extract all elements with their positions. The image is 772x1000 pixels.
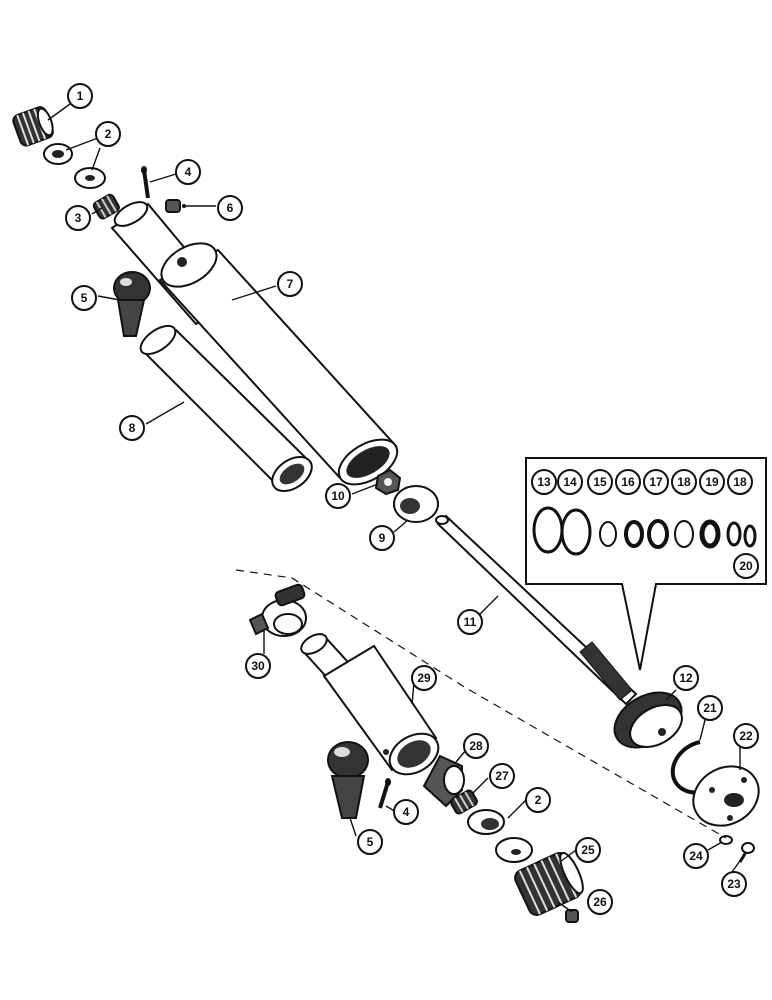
assembly-dashed-line bbox=[235, 569, 727, 839]
part-sleeve-8 bbox=[139, 324, 313, 493]
part-fitting-26 bbox=[565, 909, 579, 923]
part-housing-29 bbox=[300, 633, 440, 776]
callout-30: 30 bbox=[245, 653, 271, 679]
part-seat-2-lower bbox=[467, 809, 533, 863]
callout-1: 1 bbox=[67, 83, 93, 109]
callout-label: 24 bbox=[689, 849, 703, 863]
callout-label: 30 bbox=[251, 659, 265, 673]
callout-label: 5 bbox=[81, 291, 88, 305]
callout-29: 29 bbox=[411, 665, 437, 691]
callout-28: 28 bbox=[463, 733, 489, 759]
callout-5-upper: 5 bbox=[71, 285, 97, 311]
callout-6: 6 bbox=[217, 195, 243, 221]
callout-label: 20 bbox=[739, 559, 753, 573]
callout-4-lower: 4 bbox=[393, 799, 419, 825]
callout-label: 23 bbox=[727, 877, 741, 891]
callout-3: 3 bbox=[65, 205, 91, 231]
part-plate-22 bbox=[692, 765, 760, 827]
callout-label: 17 bbox=[649, 475, 663, 489]
callout-label: 21 bbox=[703, 701, 717, 715]
callout-12: 12 bbox=[673, 665, 699, 691]
callout-label: 6 bbox=[227, 201, 234, 215]
part-ball-stud-5-lower bbox=[327, 741, 369, 819]
callout-label: 22 bbox=[739, 729, 753, 743]
part-lockwasher-24 bbox=[719, 835, 733, 845]
callout-14: 14 bbox=[557, 469, 583, 495]
callout-label: 19 bbox=[705, 475, 719, 489]
part-cotter-pin-4-lower bbox=[378, 778, 391, 809]
callout-2-upper: 2 bbox=[95, 121, 121, 147]
part-fitting-6 bbox=[165, 199, 186, 213]
callout-5-lower: 5 bbox=[357, 829, 383, 855]
callout-label: 29 bbox=[417, 671, 431, 685]
part-clamp-30 bbox=[248, 583, 307, 637]
callout-11: 11 bbox=[457, 609, 483, 635]
part-tube-7 bbox=[110, 201, 399, 486]
part-seat-28 bbox=[422, 754, 465, 808]
callout-18-second: 18 bbox=[727, 469, 753, 495]
callout-20: 20 bbox=[733, 553, 759, 579]
callout-label: 5 bbox=[367, 835, 374, 849]
callout-label: 15 bbox=[593, 475, 607, 489]
callout-27: 27 bbox=[489, 763, 515, 789]
part-cotter-pin-4-upper bbox=[141, 166, 150, 199]
part-spring-27 bbox=[450, 789, 478, 815]
callout-23: 23 bbox=[721, 871, 747, 897]
part-plug-1 bbox=[12, 106, 54, 147]
callout-label: 26 bbox=[593, 895, 607, 909]
callout-label: 16 bbox=[621, 475, 635, 489]
callout-13: 13 bbox=[531, 469, 557, 495]
callout-label: 2 bbox=[105, 127, 112, 141]
callout-8: 8 bbox=[119, 415, 145, 441]
callout-26: 26 bbox=[587, 889, 613, 915]
part-nut-10 bbox=[374, 468, 402, 496]
callout-10: 10 bbox=[325, 483, 351, 509]
callout-24: 24 bbox=[683, 843, 709, 869]
part-spring-3 bbox=[92, 193, 120, 220]
callout-label: 13 bbox=[537, 475, 551, 489]
callout-label: 4 bbox=[403, 805, 410, 819]
part-seat-2-upper bbox=[43, 143, 106, 189]
callout-21: 21 bbox=[697, 695, 723, 721]
callout-7: 7 bbox=[277, 271, 303, 297]
callout-22: 22 bbox=[733, 723, 759, 749]
callout-19: 19 bbox=[699, 469, 725, 495]
part-rod-11 bbox=[435, 514, 638, 706]
part-washer-9 bbox=[393, 485, 439, 523]
callout-label: 14 bbox=[563, 475, 577, 489]
callout-label: 10 bbox=[331, 489, 345, 503]
callout-18-first: 18 bbox=[671, 469, 697, 495]
callout-label: 9 bbox=[379, 531, 386, 545]
callout-label: 4 bbox=[185, 165, 192, 179]
callout-2-lower: 2 bbox=[525, 787, 551, 813]
callout-25: 25 bbox=[575, 837, 601, 863]
callout-9: 9 bbox=[369, 525, 395, 551]
callout-label: 11 bbox=[464, 615, 477, 629]
callout-label: 2 bbox=[535, 793, 542, 807]
part-screw-23 bbox=[738, 842, 755, 863]
callout-label: 25 bbox=[581, 843, 595, 857]
callout-label: 7 bbox=[287, 277, 294, 291]
callout-17: 17 bbox=[643, 469, 669, 495]
callout-label: 18 bbox=[733, 475, 747, 489]
callout-label: 28 bbox=[469, 739, 483, 753]
part-ball-stud-5-upper bbox=[113, 271, 151, 337]
callout-4-upper: 4 bbox=[175, 159, 201, 185]
callout-15: 15 bbox=[587, 469, 613, 495]
callout-label: 12 bbox=[679, 671, 693, 685]
callout-label: 3 bbox=[75, 211, 82, 225]
callout-label: 8 bbox=[129, 421, 136, 435]
part-plug-25 bbox=[514, 851, 584, 916]
callout-label: 18 bbox=[677, 475, 691, 489]
seal-kit-inset bbox=[525, 457, 767, 671]
part-piston-12 bbox=[613, 691, 683, 749]
callout-label: 27 bbox=[495, 769, 509, 783]
callout-16: 16 bbox=[615, 469, 641, 495]
callout-label: 1 bbox=[77, 89, 84, 103]
